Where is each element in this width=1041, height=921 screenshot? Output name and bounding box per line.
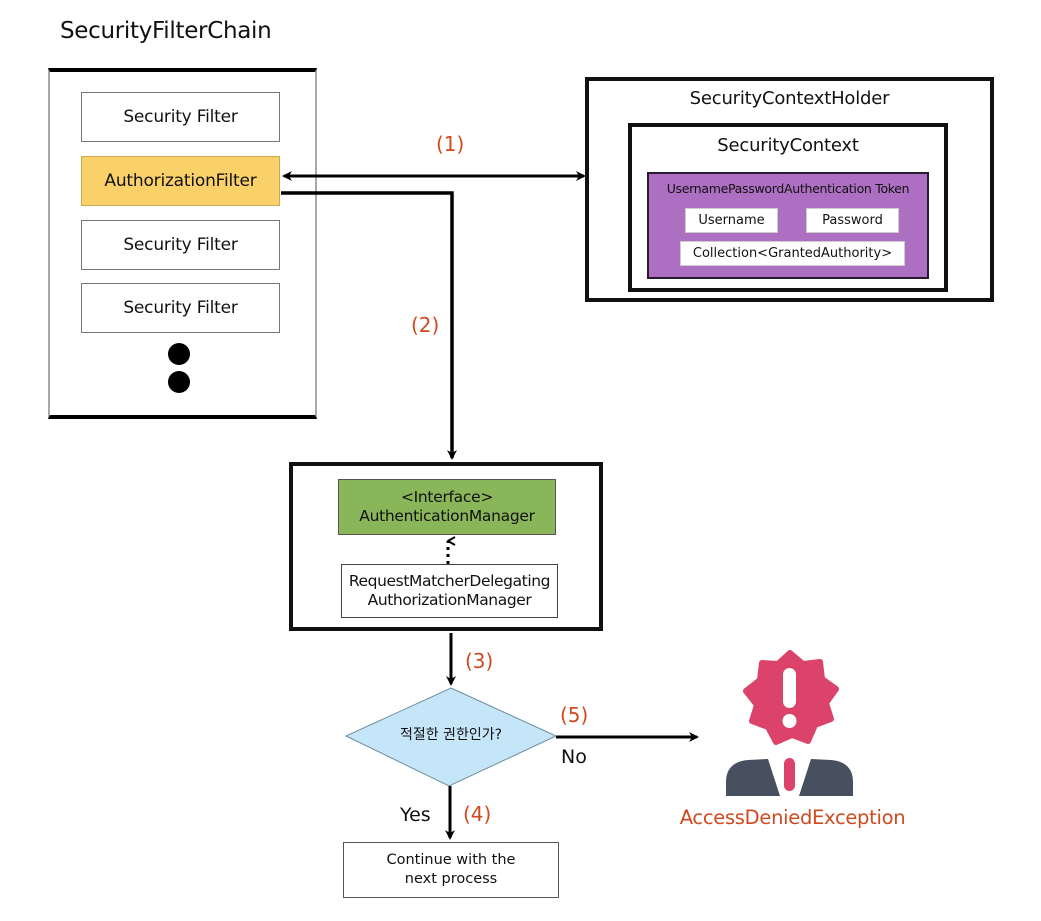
request-matcher-delegating-manager[interactable]: RequestMatcherDelegating AuthorizationMa… [341,564,558,618]
implementation-name-line2: AuthorizationManager [367,591,532,609]
filter-label: Security Filter [123,107,238,127]
token-field-authorities: Collection<GrantedAuthority> [680,241,905,266]
no-label: No [561,746,587,768]
step-label-5: (5) [560,703,589,727]
security-context-holder-label: SecurityContextHolder [689,88,890,109]
decision-question: 적절한 권한인가? [399,727,503,743]
security-context-label: SecurityContext [717,135,859,156]
arrow-step-2 [281,191,457,460]
step-label-4: (4) [463,802,492,826]
token-field-username: Username [685,208,778,233]
token-field-label: Username [698,213,765,228]
security-context-box [628,123,948,292]
person-shoulder-left [726,759,780,796]
filter-label: Security Filter [123,298,238,318]
ellipsis-dot-icon [168,343,190,365]
token-field-label: Password [822,213,883,228]
ellipsis-dot-icon [168,371,190,393]
security-filter-chain-box [48,68,317,419]
token-field-password: Password [806,208,899,233]
continue-next-process-box[interactable]: Continue with the next process [343,842,559,898]
step-label-2: (2) [411,313,440,337]
token-field-label: Collection<GrantedAuthority> [692,246,893,261]
filter-security-2[interactable]: Security Filter [81,220,280,270]
filter-label: Security Filter [123,235,238,255]
next-process-line2: next process [404,871,498,887]
interface-stereotype: <Interface> [400,488,494,506]
step-label-3: (3) [465,649,494,673]
filter-security-3[interactable]: Security Filter [81,283,280,333]
security-filter-chain-title: SecurityFilterChain [60,18,272,44]
implementation-name-line1: RequestMatcherDelegating [348,572,551,590]
filter-security-1[interactable]: Security Filter [81,92,280,142]
filter-label: AuthorizationFilter [104,171,257,191]
access-denied-person-icon [726,650,853,796]
access-denied-exception-label: AccessDeniedException [679,806,906,829]
authentication-manager-interface[interactable]: <Interface> AuthenticationManager [338,479,556,535]
yes-label: Yes [400,804,431,826]
interface-name: AuthenticationManager [359,507,535,525]
filter-authorization[interactable]: AuthorizationFilter [81,156,280,206]
next-process-line1: Continue with the [386,852,516,868]
step-label-1: (1) [436,132,465,156]
security-context-holder-box [585,77,994,302]
authentication-token-label: UsernamePasswordAuthentication Token [666,181,910,196]
person-shoulder-right [799,759,853,796]
authorization-manager-box [289,462,603,631]
